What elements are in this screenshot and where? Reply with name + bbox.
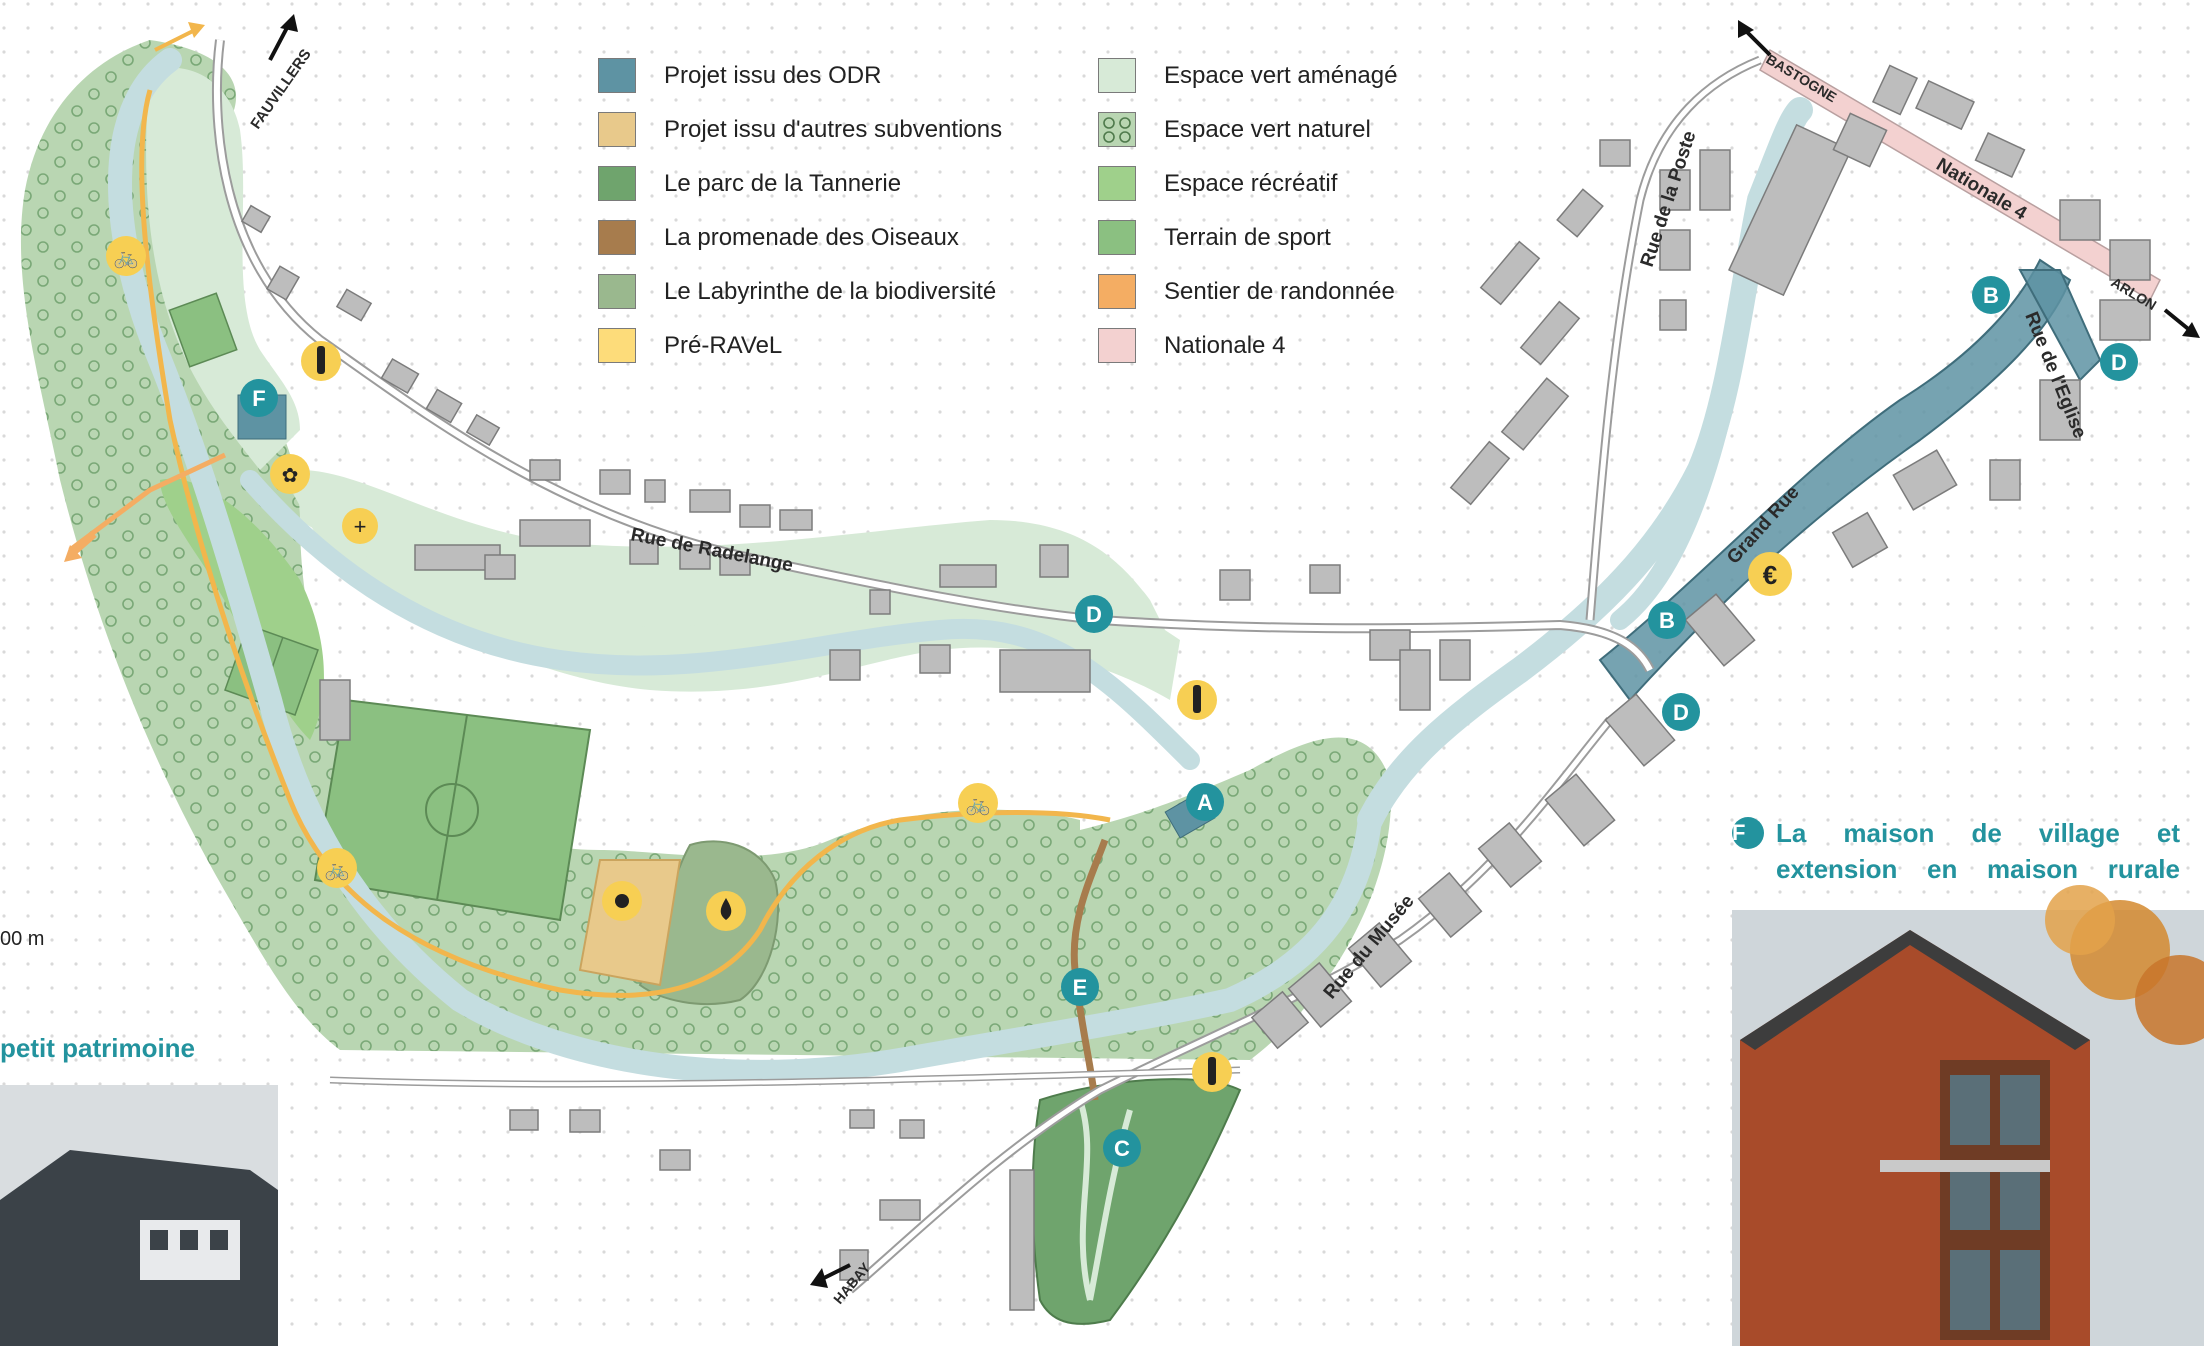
marker-b-label: B [1983,283,1999,308]
legend-item: Pré-RAVeL [598,328,1098,363]
river-east-2 [1610,410,1730,630]
legend-label: Le Labyrinthe de la biodiversité [664,277,997,305]
svg-text:🚲: 🚲 [966,794,991,816]
marker-d[interactable]: D [1662,693,1700,731]
legend-label: Projet issu d'autres subventions [664,115,1003,143]
legend-label: Espace récréatif [1164,169,1338,197]
legend-label: Pré-RAVeL [664,331,783,359]
euro-icon: € [1748,552,1792,596]
bike-icon: 🚲 [106,236,146,276]
pre-ravel-path [139,89,1111,998]
information-point-icon [1192,1052,1232,1092]
bike-arrow-north-head [188,22,205,38]
card-badge-f: F [1732,817,1764,849]
legend-item: Espace vert aménagé [1098,58,1498,93]
marker-e[interactable]: E [1061,968,1099,1006]
legend-swatch [1098,112,1136,147]
marker-b[interactable]: B [1972,276,2010,314]
marker-f[interactable]: F [240,379,278,417]
road-musee-inner [848,718,1612,1292]
legend-swatch [598,220,636,255]
svg-text:🚲: 🚲 [114,247,139,269]
legend-label: La promenade des Oiseaux [664,223,959,251]
card-title-line-1: La maison de village et [1776,818,2180,848]
legend-item: Le Labyrinthe de la biodiversité [598,274,1098,309]
legend-item: Sentier de randonnée [1098,274,1498,309]
road-poste-inner [1587,57,1761,621]
legend-swatch [1098,166,1136,201]
marker-a-label: A [1197,790,1213,815]
card-title-line-2: extension en maison rurale [1776,854,2180,884]
legend-item: Espace vert naturel [1098,112,1498,147]
information-point-icon [301,341,341,381]
photo-petit-patrimoine [0,1085,278,1346]
marker-d[interactable]: D [1075,595,1113,633]
photo-maison-village [1732,885,2204,1346]
playground-icon: ✿ [270,454,310,494]
legend-label: Espace vert aménagé [1164,61,1398,89]
odr-project-eglise [2018,269,2102,382]
scale-label: 00 m [0,928,45,950]
information-point-icon [1177,680,1217,720]
legend-item: Terrain de sport [1098,220,1498,255]
marker-d-label: D [2111,350,2127,375]
hiking-arrow-west-head [64,545,82,562]
marker-d[interactable]: D [2100,343,2138,381]
legend-label: Espace vert naturel [1164,115,1371,143]
buildings [240,64,2151,1311]
legend-item: Projet issu d'autres subventions [598,112,1098,147]
petanque-icon [602,881,642,921]
hiking-trail [68,452,227,552]
legend-item: Le parc de la Tannerie [598,166,1098,201]
legend-swatch [1098,328,1136,363]
card-title-maison-village: F La maison de village et extension en m… [1732,815,2180,887]
legend-swatch [1098,58,1136,93]
legend-swatch [1098,274,1136,309]
legend-swatch [598,274,636,309]
legend-label: Sentier de randonnée [1164,277,1395,305]
landscaped-green-left [146,67,300,470]
marker-f-label: F [252,386,265,411]
road-south-inner [329,1068,1241,1087]
legend-label: Nationale 4 [1164,331,1286,359]
odr-project-grand-rue [1598,258,2072,702]
sport-field-small [168,292,238,368]
caption-petit-patrimoine: petit patrimoine [0,1033,196,1063]
svg-text:✿: ✿ [282,465,299,487]
legend-item: Espace récréatif [1098,166,1498,201]
marker-b-label: B [1659,608,1675,633]
legend-label: Terrain de sport [1164,223,1331,251]
svg-text:€: € [1763,560,1777,590]
svg-text:+: + [354,514,367,539]
legend-swatch [598,166,636,201]
legend-swatch [598,328,636,363]
water-drop-icon [706,891,746,931]
marker-a[interactable]: A [1186,783,1224,821]
svg-text:🚲: 🚲 [325,859,350,881]
bike-icon: 🚲 [958,783,998,823]
legend-item: Projet issu des ODR [598,58,1098,93]
marker-c-label: C [1114,1136,1130,1161]
marker-d-label: D [1086,602,1102,627]
legend-item: Nationale 4 [1098,328,1498,363]
marker-b[interactable]: B [1648,601,1686,639]
marker-d-label: D [1673,700,1689,725]
legend-swatch [598,112,636,147]
marker-e-label: E [1073,975,1088,1000]
football-pitch [313,698,592,922]
legend-item: La promenade des Oiseaux [598,220,1098,255]
legend-swatch [598,58,636,93]
road-radelange-inner [213,39,1653,672]
legend-label: Projet issu des ODR [664,61,882,89]
legend-swatch [1098,220,1136,255]
health-cross-icon: + [342,508,378,544]
legend-label: Le parc de la Tannerie [664,169,902,197]
bike-arrow-north [154,28,196,52]
bike-icon: 🚲 [317,848,357,888]
marker-c[interactable]: C [1103,1129,1141,1167]
